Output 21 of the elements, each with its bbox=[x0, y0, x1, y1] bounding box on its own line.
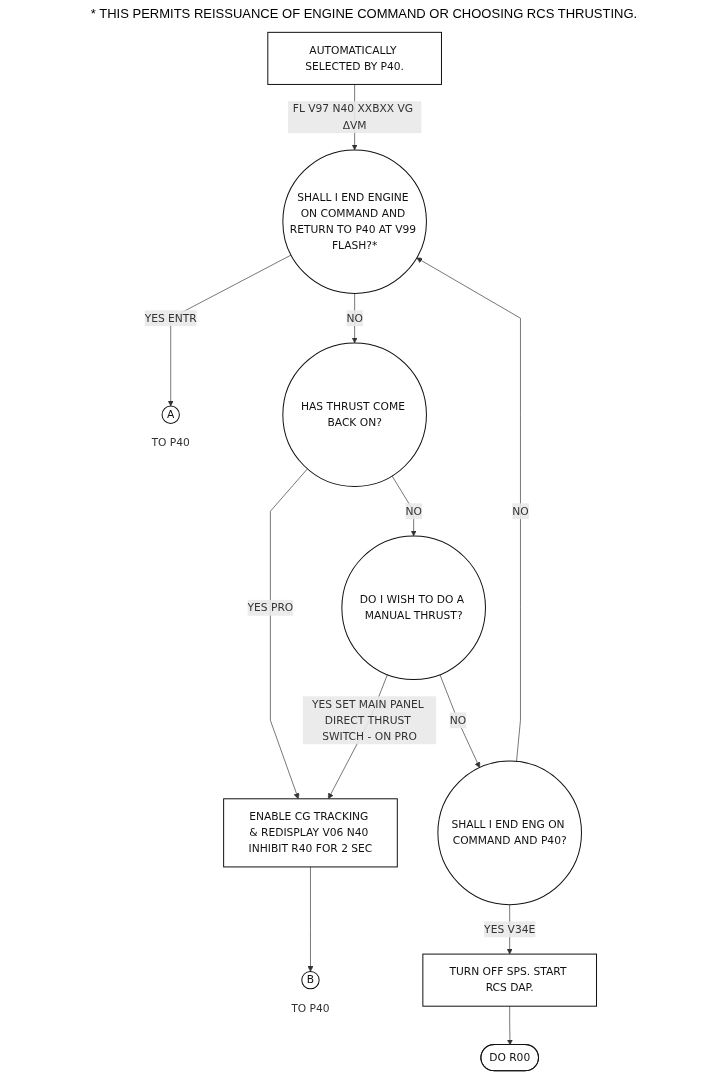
node-circle: B bbox=[301, 970, 320, 990]
edge-label: NO bbox=[449, 713, 467, 727]
edge-label: YES ENTR bbox=[144, 311, 197, 325]
node-box: AUTOMATICALLY SELECTED BY P40. bbox=[267, 31, 442, 85]
node-circle: SHALL I END ENG ON COMMAND AND P40? bbox=[437, 760, 582, 906]
edge-label: NO bbox=[512, 504, 529, 518]
edge-label: NO bbox=[405, 504, 422, 518]
node-circle: A bbox=[161, 405, 180, 424]
edge-label: FL V97 N40 XXBXX VG ΔVM bbox=[292, 102, 414, 132]
node-box: TURN OFF SPS. START RCS DAP. bbox=[422, 953, 597, 1007]
edge-label: YES V34E bbox=[484, 922, 536, 936]
node-circle: HAS THRUST COME BACK ON? bbox=[282, 342, 427, 488]
node-circle: SHALL I END ENGINE ON COMMAND AND RETURN TO P40 AT V99 FLASH?* bbox=[282, 149, 427, 294]
footnote: * THIS PERMITS REISSUANCE OF ENGINE COMMAND OR CHOOSING RCS THRUSTING. bbox=[90, 6, 638, 21]
edge-label: YES PRO bbox=[247, 601, 294, 614]
node-label: TO P40 bbox=[151, 436, 190, 449]
edge-label: NO bbox=[346, 311, 363, 325]
node-label: TO P40 bbox=[291, 1001, 330, 1015]
node-box: ENABLE CG TRACKING & REDISPLAY V06 N40 INHIBIT R40 FOR 2 SEC bbox=[223, 798, 398, 868]
node-circle: DO I WISH TO DO A MANUAL THRUST? bbox=[341, 535, 486, 681]
edge-label: YES SET MAIN PANEL DIRECT THRUST SWITCH - ON PRO bbox=[311, 697, 424, 743]
